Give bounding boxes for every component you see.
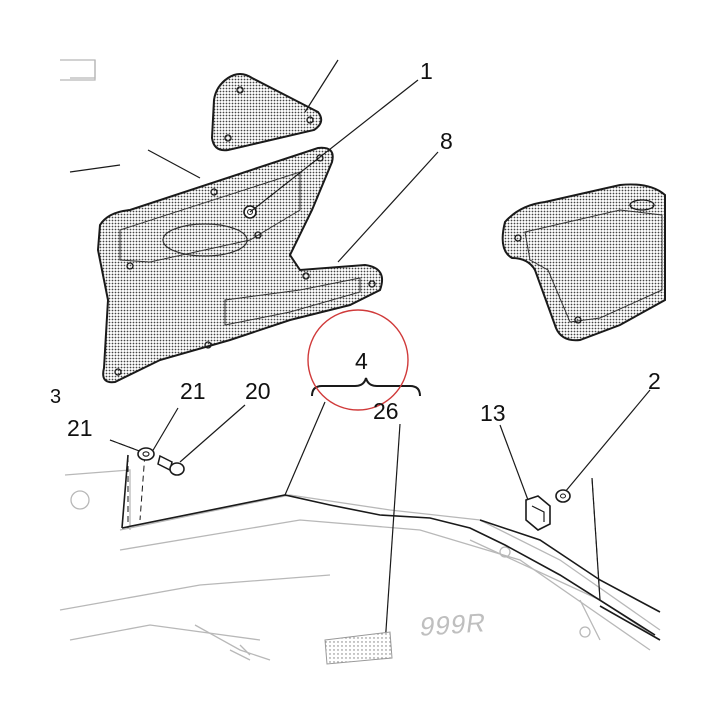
part-screw [157,454,185,476]
callout-13: 13 [480,400,506,426]
callout-partial-left: 3 [50,386,62,408]
part-clip [525,495,551,531]
callout-2: 2 [648,368,661,394]
part-washer [137,447,155,461]
ghost-fairing-outline [59,59,661,661]
assembly-bracket [311,377,421,397]
lower-fairing-edge [121,454,661,641]
part-right-side-panel [501,183,666,342]
callout-21-upper: 21 [180,378,206,404]
highlight-circle [307,309,409,411]
part-large-heat-shield [96,146,384,384]
callout-8: 8 [440,128,453,154]
part-small-triangle-plate [210,73,323,152]
callout-1: 1 [420,58,433,84]
leader-lines [69,59,651,646]
callout-26: 26 [373,398,399,424]
part-small-washer [555,489,571,503]
decal-model-text: 999R [418,607,489,642]
callout-4: 4 [355,348,368,374]
dashed-leader-lines [109,439,601,601]
callout-20: 20 [245,378,271,404]
decal-logo-block [324,631,393,665]
callout-21-left: 21 [67,415,93,441]
